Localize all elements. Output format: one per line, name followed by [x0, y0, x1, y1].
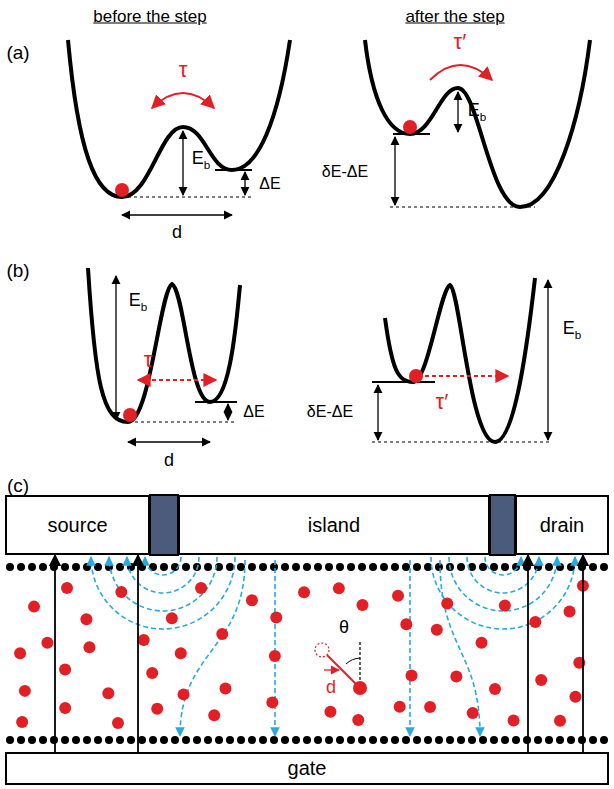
dipole-vector	[315, 642, 367, 695]
figure-label: (b)	[6, 261, 29, 280]
figure-label: (c)	[7, 476, 29, 495]
potential-a-before	[68, 40, 290, 215]
figure-label: δE-ΔE	[307, 404, 353, 420]
figure-label: d	[326, 678, 336, 696]
field-arrow	[137, 555, 139, 752]
figure-label: θ	[339, 618, 349, 636]
electrode-box: drain	[515, 495, 609, 555]
figure-label: τ	[144, 349, 153, 371]
figure-label: δE-ΔE	[322, 164, 368, 180]
potential-b-before	[88, 268, 240, 442]
device	[6, 495, 608, 744]
charge-dots	[6, 563, 608, 744]
figure-label: after the step	[405, 8, 504, 25]
figure-label: ΔE	[259, 176, 280, 192]
figure-label: d	[164, 451, 174, 469]
figure-label: Eb	[563, 319, 582, 340]
electrode-box: source	[5, 495, 150, 555]
figure-label: ΔE	[243, 404, 264, 420]
figure-label: d	[172, 223, 182, 241]
tunnel-junction	[490, 495, 515, 555]
electrode-box: island	[178, 495, 490, 555]
potential-a-after	[365, 40, 590, 207]
dipoles	[14, 580, 589, 729]
electrode-name: island	[308, 514, 360, 537]
field-lines	[91, 557, 575, 736]
figure-label: τ′	[436, 391, 449, 413]
figure-label: Eb	[468, 101, 487, 122]
gate-electrode: gate	[5, 752, 609, 785]
figure-label: Eb	[129, 291, 148, 312]
field-arrow	[582, 555, 584, 752]
figure-label: before the step	[93, 8, 206, 25]
figure-label: (a)	[6, 43, 29, 62]
electrode-name: drain	[540, 514, 584, 537]
electrode-name: source	[47, 514, 107, 537]
potential-b-after	[372, 278, 552, 442]
tunnel-junction	[150, 495, 178, 555]
electrode-name: gate	[288, 757, 327, 780]
field-arrow	[54, 555, 56, 752]
figure-label: τ	[179, 59, 188, 81]
field-arrow	[527, 555, 529, 752]
figure-label: Eb	[192, 149, 211, 170]
figure-label: τ′	[454, 31, 467, 53]
